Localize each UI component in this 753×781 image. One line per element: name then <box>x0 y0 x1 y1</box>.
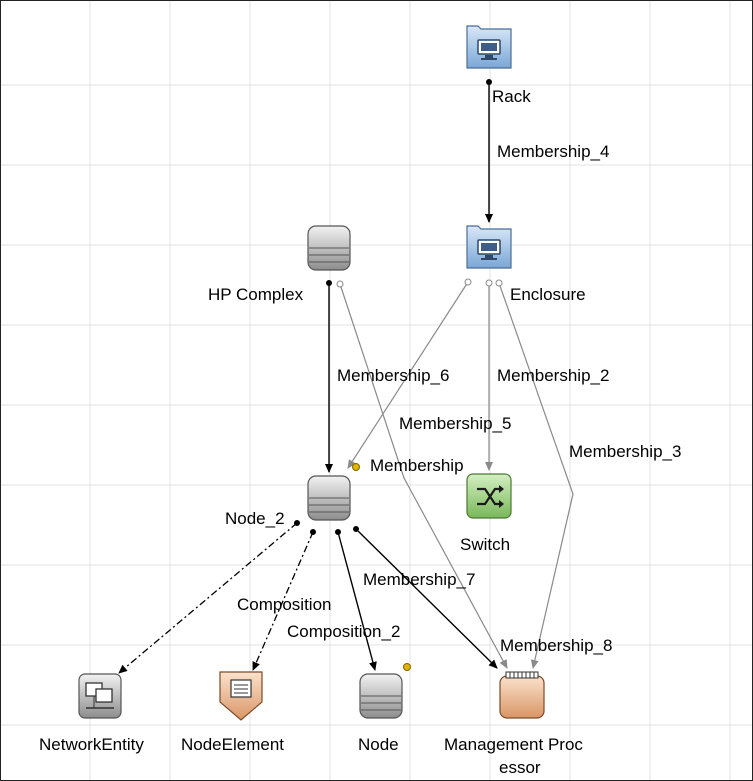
edge-composition[interactable] <box>252 531 314 671</box>
edge-label-membership-2: Membership_2 <box>497 366 609 385</box>
node-label-hp-complex: HP Complex <box>208 285 304 304</box>
node-label-rack: Rack <box>492 87 531 106</box>
server-stack-icon <box>307 475 351 521</box>
rack-icon <box>466 25 512 69</box>
edge-labels: Membership_4 Membership_6 Membership_2 M… <box>237 142 681 655</box>
node-label-enclosure: Enclosure <box>510 285 586 304</box>
node-label-management-processor-line1: Management Proc <box>444 735 583 754</box>
node-enclosure[interactable]: Enclosure <box>466 225 586 304</box>
node-switch[interactable]: Switch <box>460 473 512 554</box>
node-node-2[interactable]: Node_2 <box>225 463 360 529</box>
edge-label-membership-4: Membership_4 <box>497 142 609 161</box>
edge-origin-diamond <box>294 520 300 526</box>
edge-label-composition: Composition <box>237 595 332 614</box>
node-node[interactable]: Node <box>358 663 411 755</box>
edge-origin-diamond <box>353 526 359 532</box>
edge-membership[interactable] <box>347 281 469 469</box>
edge-origin-ring <box>485 279 493 287</box>
node-hp-complex[interactable]: HP Complex <box>208 225 351 304</box>
management-processor-icon <box>499 671 545 719</box>
edge-membership-7[interactable] <box>355 528 498 669</box>
edge-label-membership-3: Membership_3 <box>569 442 681 461</box>
edge-origin-diamond <box>335 529 341 535</box>
node-network-entity[interactable]: NetworkEntity <box>39 673 144 754</box>
edge-membership-8[interactable] <box>339 283 508 669</box>
enclosure-icon <box>466 225 512 269</box>
edge-origin-diamond <box>326 280 332 286</box>
server-stack-icon <box>307 225 351 271</box>
status-dot-icon <box>352 463 360 471</box>
node-label-node-element: NodeElement <box>181 735 284 754</box>
edge-label-membership-8: Membership_8 <box>500 636 612 655</box>
server-stack-icon <box>359 673 403 719</box>
node-label-switch: Switch <box>460 535 510 554</box>
node-node-element[interactable]: NodeElement <box>181 671 284 754</box>
edges <box>118 79 574 674</box>
edge-origin-ring <box>464 278 472 286</box>
node-label-node: Node <box>358 735 399 754</box>
edge-label-composition-2: Composition_2 <box>287 622 400 641</box>
status-dot-icon <box>403 663 411 671</box>
edge-composition-2[interactable] <box>337 531 377 671</box>
edge-label-membership-7: Membership_7 <box>363 570 475 589</box>
switch-icon <box>466 473 512 519</box>
edge-composition-network-entity[interactable] <box>118 522 298 674</box>
node-rack[interactable]: Rack <box>466 25 531 106</box>
node-management-processor[interactable]: Management Proc essor <box>444 671 583 777</box>
edge-membership-3[interactable] <box>498 282 574 669</box>
network-entity-icon <box>78 673 122 719</box>
edge-origin-ring <box>336 280 344 288</box>
edge-origin-ring <box>495 279 503 287</box>
edge-label-membership: Membership <box>370 456 464 475</box>
node-label-network-entity: NetworkEntity <box>39 735 144 754</box>
edge-label-membership-6: Membership_6 <box>337 366 449 385</box>
edge-label-membership-5: Membership_5 <box>399 414 511 433</box>
node-label-management-processor-line2: essor <box>499 758 541 777</box>
node-element-icon <box>219 671 263 721</box>
edge-origin-diamond <box>486 79 492 85</box>
edge-origin-diamond <box>310 529 316 535</box>
node-label-node-2: Node_2 <box>225 509 285 528</box>
